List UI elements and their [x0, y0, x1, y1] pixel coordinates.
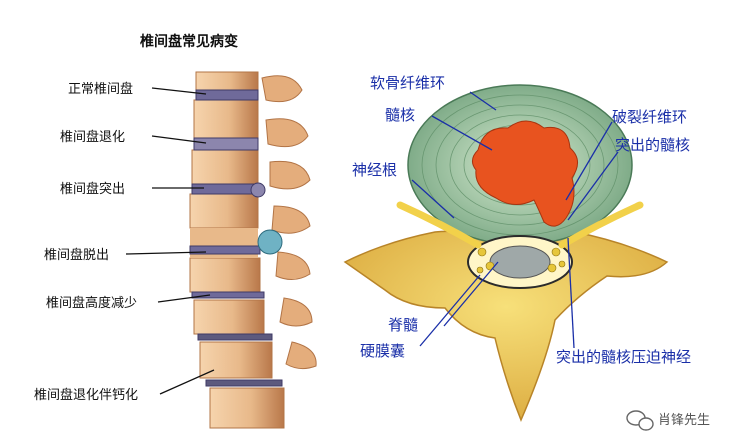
spine-illustration: [189, 71, 317, 429]
label-dural-sac: 硬膜囊: [360, 342, 405, 360]
label-spinal-cord: 脊髓: [388, 316, 418, 334]
label-disc-height-loss: 椎间盘高度减少: [46, 295, 137, 311]
right-labels: 软骨纤维环 髓核 神经根 破裂纤维环 突出的髓核 脊髓 硬膜囊 突出的髓核压迫神…: [352, 74, 691, 366]
label-nerve-root: 神经根: [352, 161, 397, 179]
intervertebral-discs: [189, 89, 283, 387]
spinal-cord: [489, 245, 551, 279]
herniation-bulge: [250, 182, 266, 198]
nerve-roots: [396, 201, 644, 249]
label-nerve-compression: 突出的髓核压迫神经: [556, 348, 691, 366]
label-disc-protrusion: 椎间盘突出: [60, 181, 125, 197]
left-labels: 正常椎间盘 椎间盘退化 椎间盘突出 椎间盘脱出 椎间盘高度减少 椎间盘退化伴钙化: [34, 81, 138, 403]
label-protruded-nucleus: 突出的髓核: [615, 136, 690, 154]
label-disc-degeneration: 椎间盘退化: [60, 129, 125, 145]
watermark: 肖锋先生: [626, 410, 710, 431]
label-disc-extrusion: 椎间盘脱出: [44, 247, 109, 263]
right-leaders: [411, 91, 619, 349]
spinous-processes: [261, 75, 317, 370]
left-panel-title: 椎间盘常见病变: [139, 33, 238, 50]
nucleus-pulposus: [472, 120, 578, 227]
label-normal-disc: 正常椎间盘: [68, 81, 133, 97]
label-degeneration-calcification: 椎间盘退化伴钙化: [34, 387, 138, 403]
label-annulus: 软骨纤维环: [370, 74, 445, 92]
wechat-icon: [626, 410, 654, 431]
disc-cross-section: [343, 84, 669, 422]
cauda-dots: [476, 247, 566, 274]
watermark-text: 肖锋先生: [658, 413, 710, 428]
label-ruptured-annulus: 破裂纤维环: [612, 108, 687, 126]
label-nucleus: 髓核: [385, 106, 415, 124]
left-leaders: [125, 87, 215, 395]
extrusion-bulge: [257, 229, 283, 255]
